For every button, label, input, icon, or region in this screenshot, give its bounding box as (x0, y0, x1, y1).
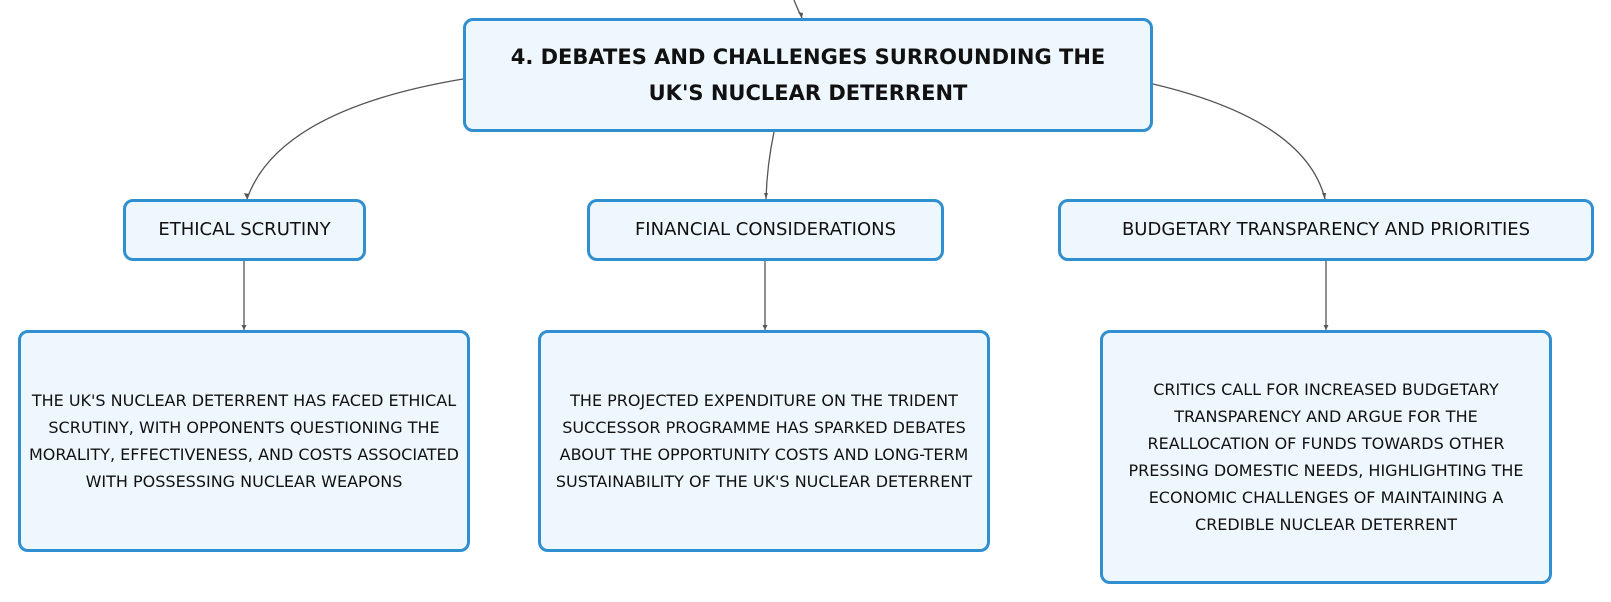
detail-text: CRITICS CALL FOR INCREASED BUDGETARY TRA… (1128, 380, 1524, 534)
root-topic-node[interactable]: 4. DEBATES AND CHALLENGES SURROUNDING TH… (463, 18, 1153, 132)
topic-label: BUDGETARY TRANSPARENCY AND PRIORITIES (1121, 219, 1531, 240)
detail-financial-considerations[interactable]: THE PROJECTED EXPENDITURE ON THE TRIDENT… (538, 330, 990, 552)
detail-ethical-scrutiny[interactable]: THE UK'S NUCLEAR DETERRENT HAS FACED ETH… (18, 330, 470, 552)
detail-text: THE UK'S NUCLEAR DETERRENT HAS FACED ETH… (29, 391, 459, 491)
connector-root-to-budget (1152, 83, 1326, 200)
detail-text: THE PROJECTED EXPENDITURE ON THE TRIDENT… (555, 391, 973, 491)
connector-root-to-ethical (246, 78, 464, 200)
topic-label: ETHICAL SCRUTINY (158, 219, 331, 240)
topic-label: FINANCIAL CONSIDERATIONS (634, 219, 897, 240)
detail-budgetary-transparency[interactable]: CRITICS CALL FOR INCREASED BUDGETARY TRA… (1100, 330, 1552, 584)
connector-incoming (793, 0, 803, 19)
connector-root-to-financial (765, 131, 775, 200)
topic-financial-considerations[interactable]: FINANCIAL CONSIDERATIONS (587, 199, 944, 261)
topic-budgetary-transparency[interactable]: BUDGETARY TRANSPARENCY AND PRIORITIES (1058, 199, 1594, 261)
root-topic-label: 4. DEBATES AND CHALLENGES SURROUNDING TH… (510, 45, 1106, 105)
topic-ethical-scrutiny[interactable]: ETHICAL SCRUTINY (123, 199, 366, 261)
